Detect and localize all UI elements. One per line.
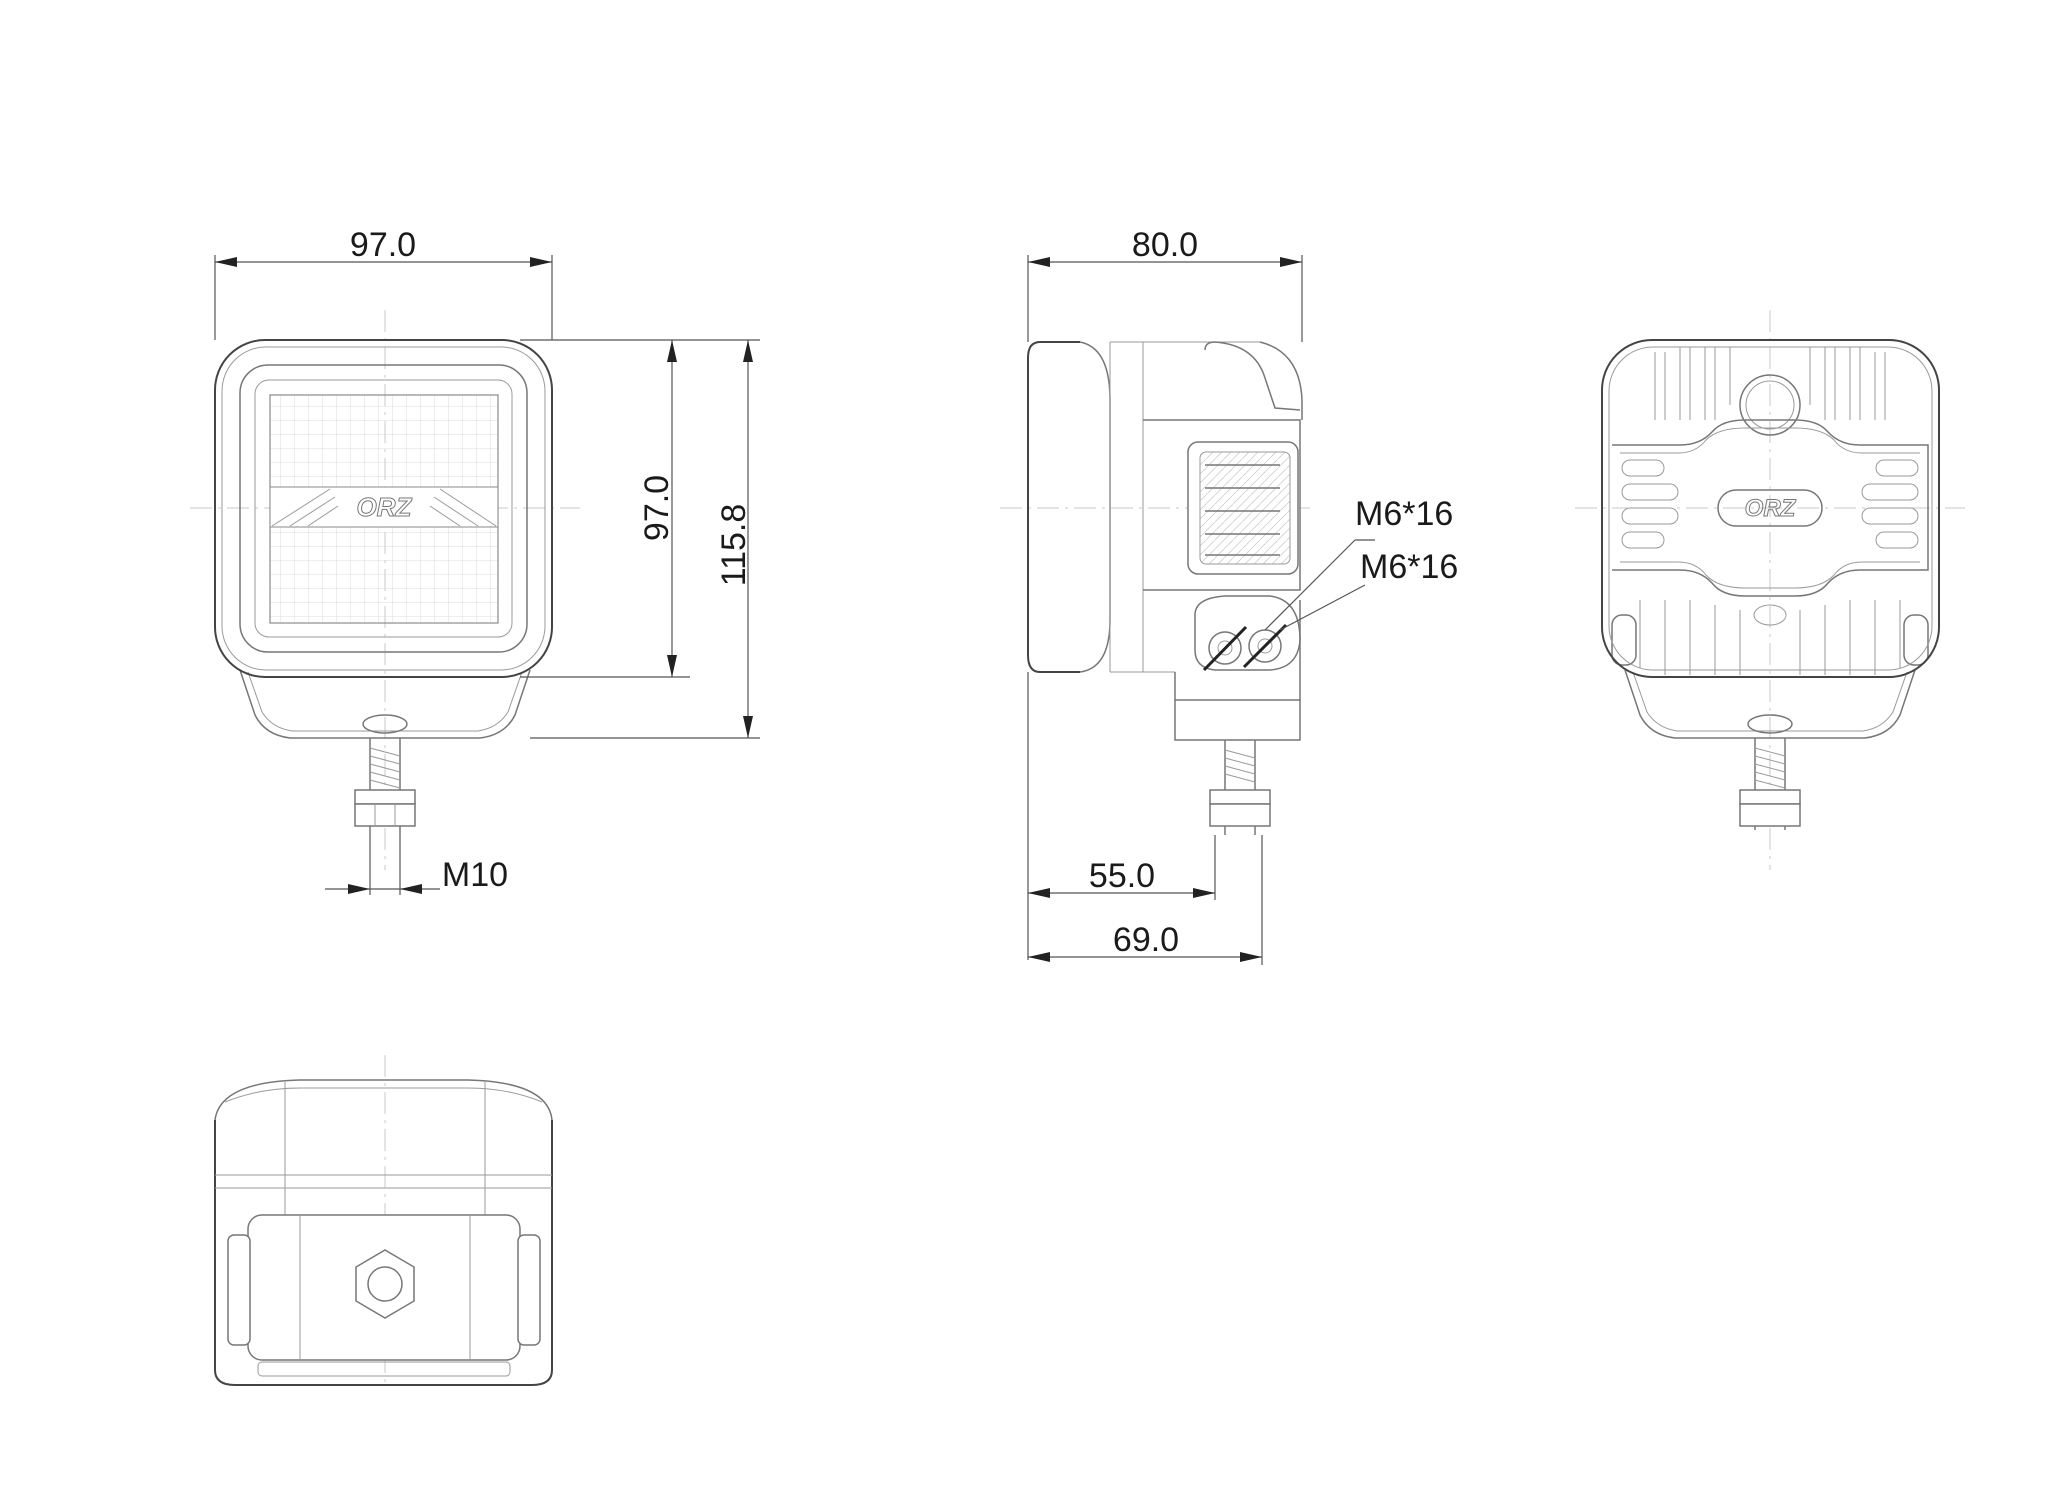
front-nut-top: [354, 789, 416, 805]
dim-side-base-depth: 69.0: [1113, 921, 1179, 959]
rear-left-fins: [1621, 459, 1679, 549]
side-nut-top: [1209, 789, 1271, 805]
dim-total-height: 115.8: [715, 504, 753, 587]
dim-bolt-thread: M10: [442, 856, 508, 894]
side-screw-hole-1: [1208, 631, 1242, 665]
side-view: [1000, 341, 1310, 835]
front-nut: [354, 803, 416, 827]
rear-logo: ORZ: [1745, 495, 1797, 522]
rear-bottom-fins: [1639, 600, 1901, 675]
rear-bracket: [1624, 669, 1916, 739]
side-dimensions: 80.0 M6*16 M6*16 55.0 69.0: [1027, 226, 1458, 965]
rear-housing: [1601, 339, 1940, 678]
dim-front-height: 97.0: [638, 475, 676, 541]
front-stud-washer: [362, 714, 408, 734]
rear-right-fins: [1861, 459, 1919, 549]
rear-cross-plate: [1612, 419, 1929, 597]
dim-side-depth: 80.0: [1132, 226, 1198, 264]
side-top-handle: [1204, 341, 1301, 411]
rear-logo-badge: [1717, 489, 1823, 527]
front-housing: [214, 339, 553, 678]
side-pivot-plate: [1194, 595, 1301, 671]
side-base-bracket: [1174, 700, 1301, 741]
rear-top-fins: [1654, 347, 1886, 420]
front-view: ORZ: [190, 310, 580, 870]
bottom-bolt-hole: [367, 1266, 403, 1302]
front-bezel: [239, 364, 528, 653]
bottom-hex-nut: [355, 1249, 415, 1319]
dim-screw-lower: M6*16: [1360, 548, 1458, 586]
bottom-mount-plate: [247, 1214, 521, 1361]
front-logo-band: [269, 486, 499, 528]
rear-nut-top: [1739, 789, 1801, 805]
bottom-lens-edge: [214, 1079, 553, 1121]
bottom-view: [214, 1055, 553, 1386]
front-bracket: [239, 669, 531, 739]
dim-side-base-offset: 55.0: [1089, 857, 1155, 895]
rear-nut: [1739, 803, 1801, 827]
rear-stud-washer: [1747, 714, 1793, 734]
front-logo: ORZ: [357, 492, 413, 522]
dim-screw-upper: M6*16: [1355, 495, 1453, 533]
side-lens-front: [1027, 341, 1080, 673]
bottom-housing: [214, 1120, 553, 1386]
front-dimensions: 97.0 97.0 115.8 M10: [214, 226, 760, 895]
dim-front-width: 97.0: [350, 226, 416, 264]
rear-top-boss: [1739, 374, 1801, 436]
side-housing-body: [1143, 419, 1301, 591]
side-nut: [1209, 803, 1271, 827]
rear-view: ORZ: [1575, 310, 1965, 870]
